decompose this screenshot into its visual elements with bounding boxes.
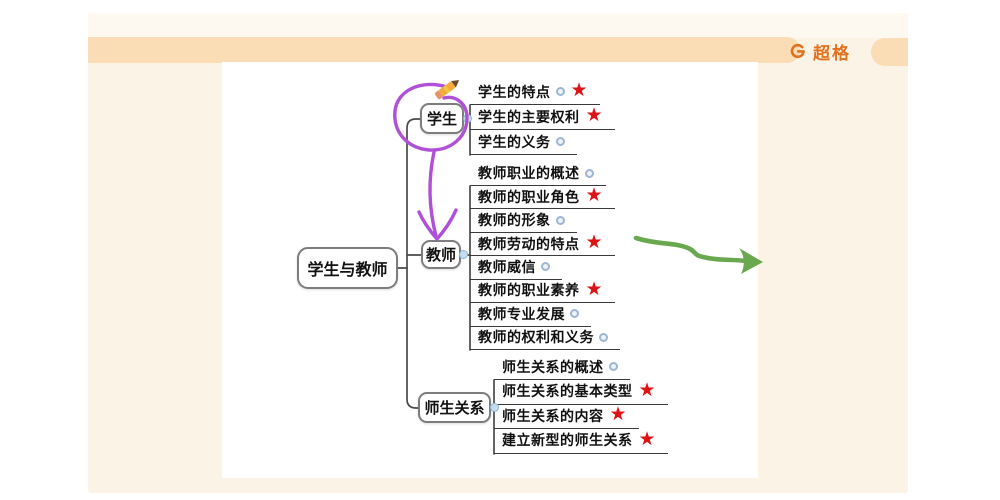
- circle-badge-icon[interactable]: [599, 332, 608, 342]
- circle-badge-icon[interactable]: [608, 362, 618, 372]
- leaf-item[interactable]: 教师劳动的特点 ★: [470, 232, 615, 257]
- star-icon: ★: [585, 232, 603, 254]
- star-icon: ★: [585, 105, 603, 126]
- leaf-label: 师生关系的概述: [502, 358, 604, 375]
- star-icon: ★: [609, 404, 627, 426]
- leaf-item[interactable]: 教师专业发展: [470, 303, 591, 327]
- leaf-item[interactable]: 教师的职业角色 ★: [470, 185, 615, 210]
- leaf-label: 教师专业发展: [478, 305, 565, 322]
- brand-name: 超格: [813, 43, 851, 63]
- leaf-item[interactable]: 师生关系的内容 ★: [494, 405, 639, 430]
- leaf-item[interactable]: 建立新型的师生关系 ★: [494, 429, 668, 454]
- header-light-band: [88, 13, 908, 38]
- leaf-label: 教师的职业角色: [478, 188, 580, 205]
- brand-g-icon: [789, 42, 807, 60]
- circle-badge-icon[interactable]: [584, 168, 594, 178]
- branch-node-teachers[interactable]: 教师: [421, 240, 461, 269]
- leaf-item[interactable]: 师生关系的概述: [494, 355, 630, 380]
- collapse-dot-students[interactable]: [463, 114, 472, 123]
- branch-node-students[interactable]: 学生: [420, 103, 464, 134]
- leaf-label: 建立新型的师生关系: [502, 432, 633, 449]
- star-icon: ★: [585, 185, 603, 207]
- leaf-label: 学生的特点: [478, 83, 551, 100]
- leaf-label: 学生的主要权利: [478, 108, 580, 125]
- leaf-group-students: 学生的特点 ★ 学生的主要权利 ★ 学生的义务: [470, 80, 615, 155]
- leaf-label: 教师的形象: [478, 212, 551, 229]
- leaf-label: 教师威信: [478, 258, 536, 275]
- leaf-group-relationship: 师生关系的概述 师生关系的基本类型 ★ 师生关系的内容 ★ 建立新型的师生关系 …: [494, 355, 668, 454]
- circle-badge-icon[interactable]: [555, 215, 565, 225]
- star-icon: ★: [638, 379, 656, 401]
- star-icon: ★: [638, 428, 656, 450]
- leaf-label: 师生关系的基本类型: [502, 383, 633, 400]
- circle-badge-icon[interactable]: [555, 137, 565, 146]
- leaf-item[interactable]: 师生关系的基本类型 ★: [494, 380, 668, 405]
- circle-badge-icon[interactable]: [570, 309, 579, 319]
- circle-badge-icon[interactable]: [555, 87, 565, 96]
- leaf-item[interactable]: 教师职业的概述: [470, 163, 606, 187]
- star-icon: ★: [585, 278, 603, 300]
- brand-logo: 超格: [789, 40, 851, 63]
- branch-node-relationship[interactable]: 师生关系: [418, 392, 491, 423]
- collapse-dot-relationship[interactable]: [490, 403, 499, 412]
- leaf-item[interactable]: 教师的权利和义务: [470, 327, 620, 350]
- leaf-item[interactable]: 学生的主要权利 ★: [470, 105, 615, 130]
- leaf-label: 教师的职业素养: [478, 282, 580, 299]
- leaf-group-teachers: 教师职业的概述 教师的职业角色 ★ 教师的形象 教师劳动的特点 ★: [470, 163, 620, 350]
- leaf-item[interactable]: 教师的形象: [470, 209, 577, 233]
- leaf-item[interactable]: 学生的特点 ★: [470, 80, 600, 105]
- leaf-item[interactable]: 学生的义务: [470, 130, 577, 155]
- header-peach-band: [88, 37, 800, 63]
- circle-badge-icon[interactable]: [541, 262, 550, 272]
- leaf-item[interactable]: 教师的职业素养 ★: [470, 278, 615, 304]
- leaf-label: 学生的义务: [478, 133, 551, 150]
- star-icon: ★: [570, 80, 588, 101]
- leaf-label: 教师职业的概述: [478, 165, 580, 182]
- collapse-dot-teachers[interactable]: [459, 250, 468, 259]
- leaf-label: 师生关系的内容: [502, 407, 604, 424]
- leaf-label: 教师劳动的特点: [478, 235, 580, 252]
- header-peach-pill-right: [871, 38, 908, 66]
- leaf-item[interactable]: 教师威信: [470, 256, 562, 280]
- root-node[interactable]: 学生与教师: [297, 247, 398, 289]
- leaf-label: 教师的权利和义务: [478, 329, 594, 346]
